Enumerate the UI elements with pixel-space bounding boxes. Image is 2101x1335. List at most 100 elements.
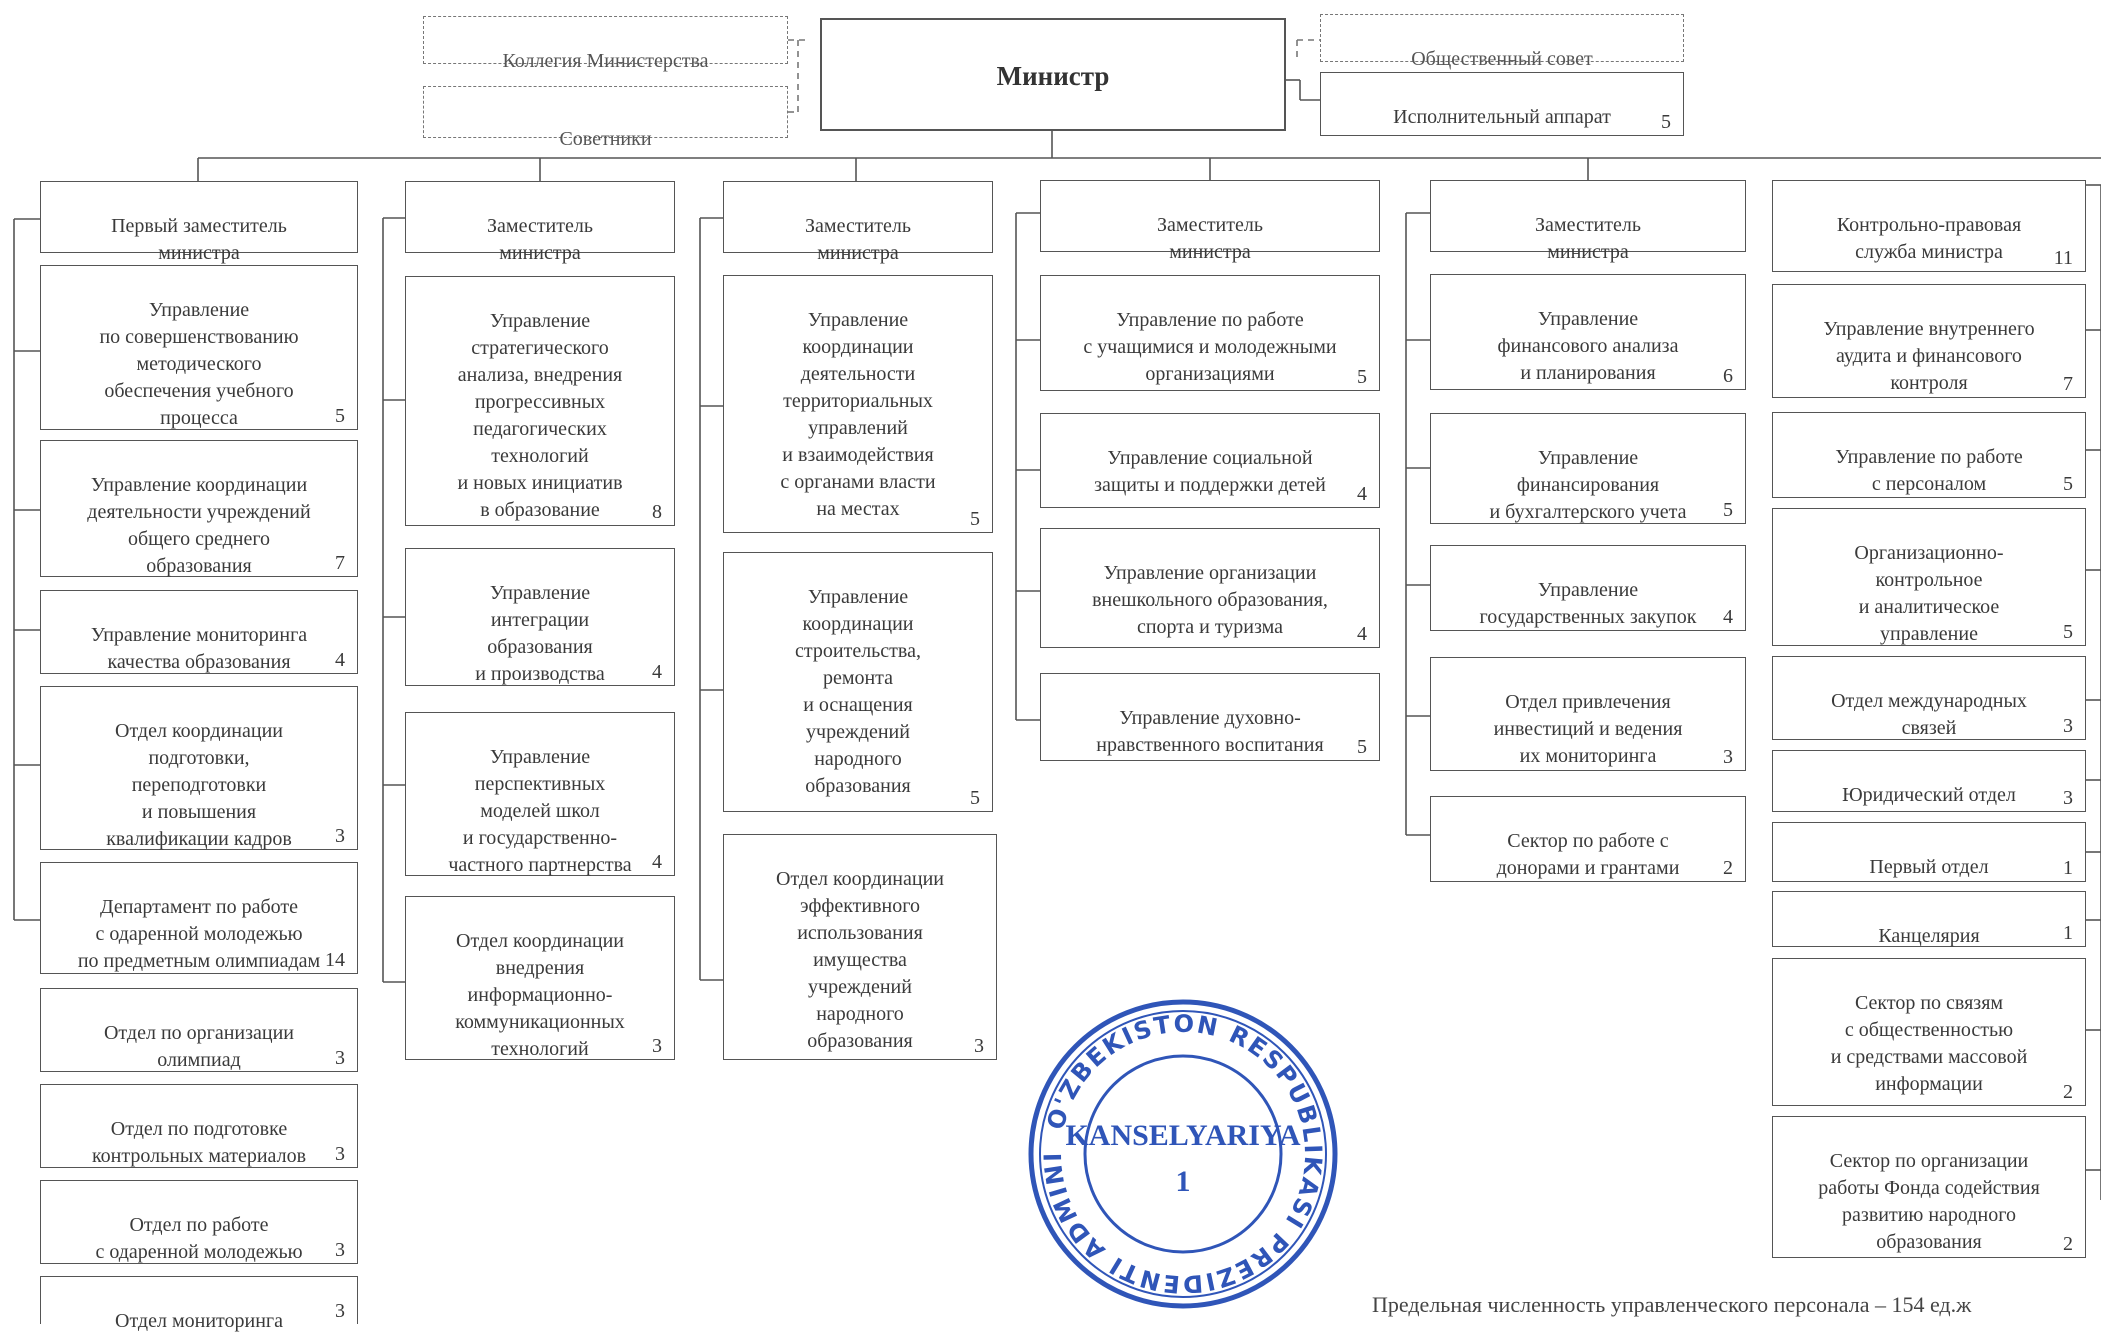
col5-item-label: Сектор по работе с донорами и грантами: [1496, 830, 1680, 879]
col1-item-label: Отдел по работе с одаренной молодежью: [95, 1214, 303, 1263]
col1-item-count: 3: [335, 1300, 345, 1322]
col6-item-count: 1: [2063, 922, 2073, 944]
col5-item-label: Управление финансирования и бухгалтерско…: [1489, 447, 1687, 523]
col1-item: Управление по совершенствованию методиче…: [40, 265, 358, 430]
col6-item-count: 2: [2063, 1233, 2073, 1255]
kanselyariya-seal: O'ZBEKISTON RESPUBLIKASI PREZIDENTI ADMI…: [1024, 995, 1338, 1309]
col6-item: Сектор по организации работы Фонда содей…: [1772, 1116, 2086, 1258]
col1-item: Отдел по работе с одаренной молодежью 3: [40, 1180, 358, 1264]
col4-head: Заместитель министра: [1040, 180, 1380, 263]
col3-item-label: Управление координации деятельности терр…: [780, 309, 936, 520]
col6-item: Сектор по связям с общественностью и сре…: [1772, 958, 2086, 1106]
col1-item-label: Отдел по организации олимпиад: [103, 1022, 295, 1071]
col5-item-label: Управление государственных закупок: [1479, 579, 1697, 628]
col6-item-label: Канцелярия: [1878, 925, 1980, 947]
col1-item: Отдел по подготовке контрольных материал…: [40, 1084, 358, 1168]
col6-item-label: Организационно- контрольное и аналитичес…: [1854, 542, 2004, 645]
col2-item-label: Управление перспективных моделей школ и …: [448, 746, 632, 876]
col6-item: Первый отдел 1: [1772, 822, 2086, 882]
col6-item-count: 2: [2063, 1081, 2073, 1103]
col1-item-count: 5: [335, 405, 345, 427]
collegium-box: Коллегия Министерства: [423, 16, 788, 72]
col6-item: Отдел международных связей 3: [1772, 656, 2086, 740]
col6-item-count: 5: [2063, 473, 2073, 495]
col6-item-label: Управление внутреннего аудита и финансов…: [1823, 318, 2035, 394]
col5-item: Отдел привлечения инвестиций и ведения и…: [1430, 657, 1746, 771]
col1-item: Управление координации деятельности учре…: [40, 440, 358, 577]
col5-item-label: Отдел привлечения инвестиций и ведения и…: [1493, 691, 1683, 767]
col4-item: Управление по работе с учащимися и молод…: [1040, 275, 1380, 391]
col4-item: Управление социальной защиты и поддержки…: [1040, 413, 1380, 508]
col5-item: Управление государственных закупок 4: [1430, 545, 1746, 631]
col1-item: Отдел мониторинга 3: [40, 1276, 358, 1332]
col1-item-label: Управление координации деятельности учре…: [87, 474, 311, 577]
col1-item-count: 3: [335, 1047, 345, 1069]
col6-item-count: 7: [2063, 373, 2073, 395]
col3-item: Управление координации деятельности терр…: [723, 275, 993, 533]
col2-item: Управление стратегического анализа, внед…: [405, 276, 675, 526]
col1-head-label: Первый заместитель министра: [111, 215, 287, 264]
col3-item: Управление координации строительства, ре…: [723, 552, 993, 812]
col4-item-label: Управление социальной защиты и поддержки…: [1094, 447, 1326, 496]
seal-number: 1: [1176, 1165, 1191, 1198]
col2-item-count: 4: [652, 851, 662, 873]
col5-item: Управление финансового анализа и планиро…: [1430, 274, 1746, 390]
col1-item-label: Управление мониторинга качества образова…: [90, 624, 308, 673]
col6-item: Управление внутреннего аудита и финансов…: [1772, 284, 2086, 398]
exec-apparatus-count: 5: [1661, 111, 1671, 133]
col4-item-label: Управление по работе с учащимися и молод…: [1083, 309, 1337, 385]
col4-item-count: 5: [1357, 366, 1367, 388]
col4-item-count: 4: [1357, 483, 1367, 505]
col6-item-label: Юридический отдел: [1842, 784, 2016, 806]
col4-head-label: Заместитель министра: [1157, 214, 1263, 263]
exec-apparatus-box: Исполнительный аппарат 5: [1320, 72, 1684, 136]
col1-item: Департамент по работе с одаренной молоде…: [40, 862, 358, 974]
col6-item-count: 3: [2063, 787, 2073, 809]
col2-head: Заместитель министра: [405, 181, 675, 264]
col4-item-count: 5: [1357, 736, 1367, 758]
col5-item-label: Управление финансового анализа и планиро…: [1497, 308, 1679, 384]
minister-label: Министр: [996, 61, 1110, 91]
col1-item-count: 14: [325, 949, 345, 971]
col5-item-count: 2: [1723, 857, 1733, 879]
col5-item-count: 4: [1723, 606, 1733, 628]
col6-item: Юридический отдел 3: [1772, 750, 2086, 812]
minister-box: Министр: [820, 18, 1286, 131]
col5-item-count: 3: [1723, 746, 1733, 768]
col6-item: Канцелярия 1: [1772, 891, 2086, 947]
col4-item-count: 4: [1357, 623, 1367, 645]
col1-item-count: 3: [335, 1239, 345, 1261]
col1-item-count: 7: [335, 552, 345, 574]
exec-apparatus-label: Исполнительный аппарат: [1393, 106, 1611, 128]
col3-item-label: Управление координации строительства, ре…: [795, 586, 921, 797]
public-council-label: Общественный совет: [1411, 48, 1593, 70]
col2-head-label: Заместитель министра: [487, 215, 593, 264]
seal-center-text: KANSELYARIYA: [1065, 1119, 1300, 1152]
col5-head: Заместитель министра: [1430, 180, 1746, 263]
col1-item-label: Отдел координации подготовки, переподгот…: [106, 720, 292, 850]
col3-head: Заместитель министра: [723, 181, 993, 264]
col6-item-count: 3: [2063, 715, 2073, 737]
col3-item: Отдел координации эффективного использов…: [723, 834, 997, 1060]
col1-item-label: Отдел по подготовке контрольных материал…: [91, 1118, 307, 1167]
col1-head: Первый заместитель министра: [40, 181, 358, 264]
col6-item-count: 5: [2063, 621, 2073, 643]
col2-item-label: Отдел координации внедрения информационн…: [455, 930, 625, 1060]
advisors-box: Советники: [423, 86, 788, 150]
col5-head-label: Заместитель министра: [1535, 214, 1641, 263]
col1-item-count: 4: [335, 649, 345, 671]
col3-item-count: 3: [974, 1035, 984, 1057]
col1-item-label: Управление по совершенствованию методиче…: [99, 299, 299, 429]
col2-item: Управление интеграции образования и прои…: [405, 548, 675, 686]
col6-item-label: Первый отдел: [1869, 856, 1989, 878]
col5-item-count: 5: [1723, 499, 1733, 521]
col2-item: Отдел координации внедрения информационн…: [405, 896, 675, 1060]
col1-item-label: Отдел мониторинга: [115, 1310, 283, 1332]
advisors-label: Советники: [559, 128, 652, 150]
col3-item-label: Отдел координации эффективного использов…: [776, 868, 944, 1052]
col4-item: Управление организации внешкольного обра…: [1040, 528, 1380, 648]
col3-item-count: 5: [970, 787, 980, 809]
public-council-box: Общественный совет: [1320, 14, 1684, 70]
col4-item-label: Управление организации внешкольного обра…: [1092, 562, 1328, 638]
